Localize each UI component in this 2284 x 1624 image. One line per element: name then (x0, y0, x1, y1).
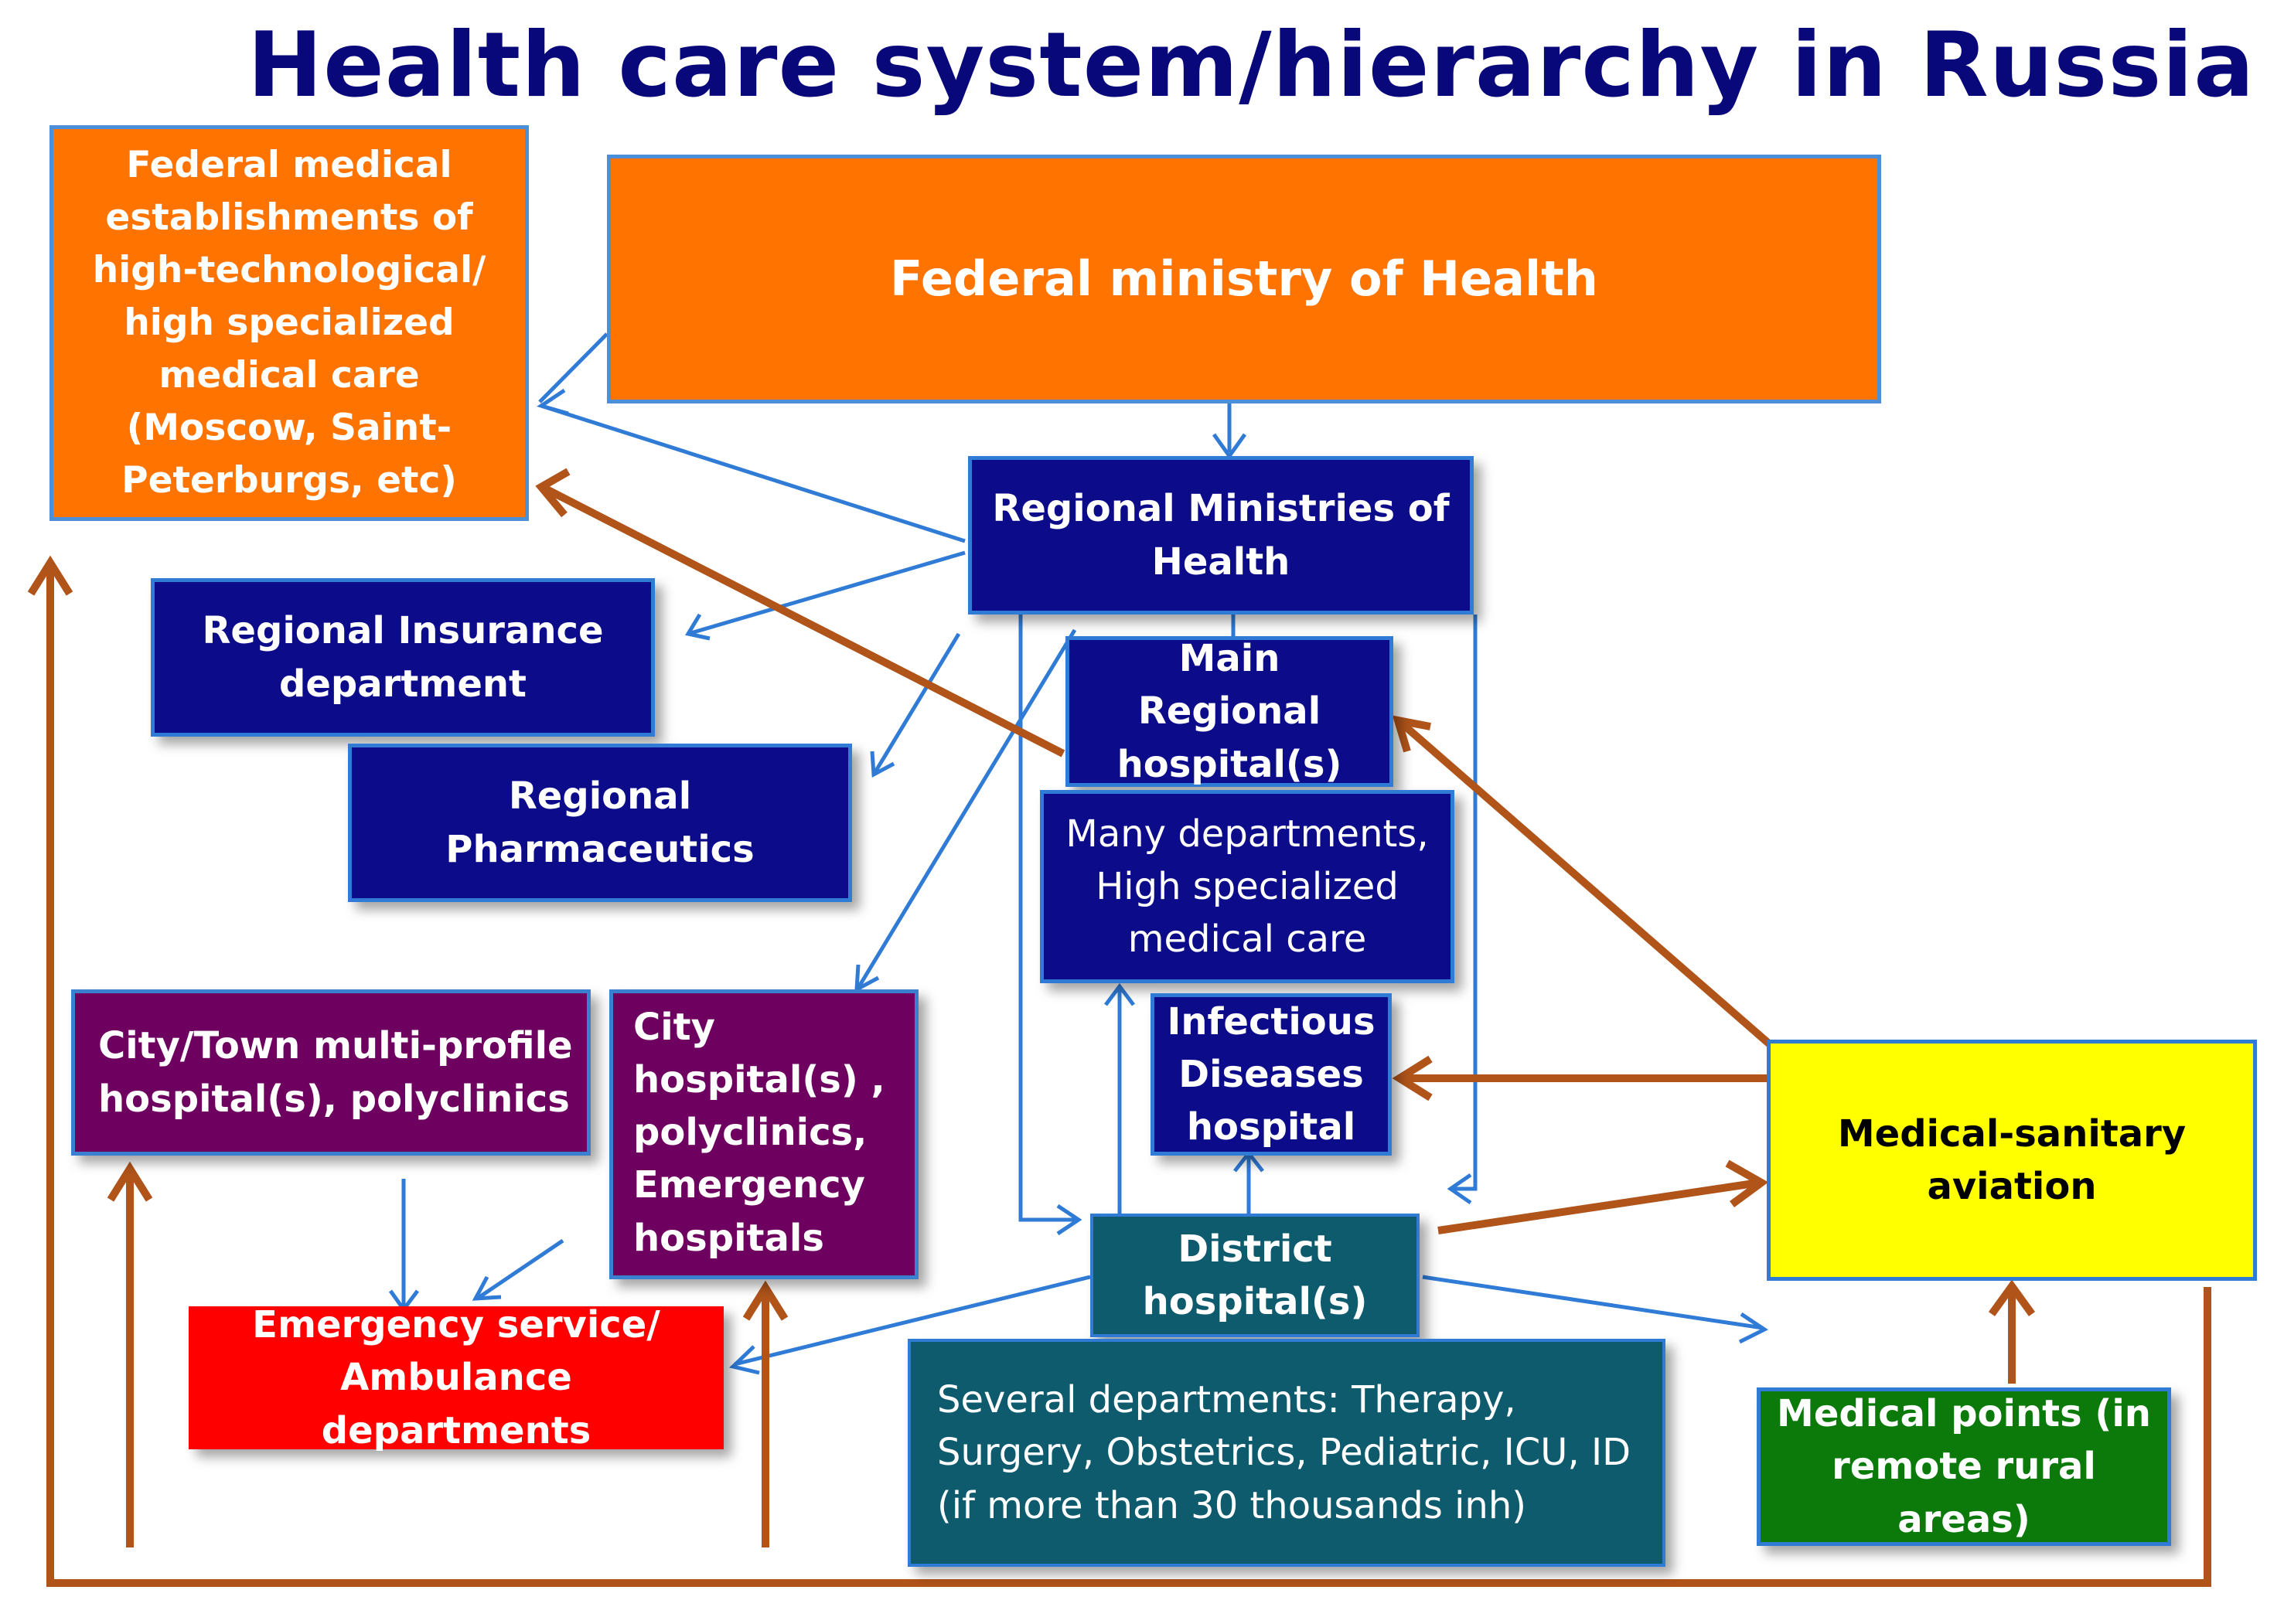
arrow-bottom-loop (46, 564, 2211, 1587)
main-regional-hospital-box: Main Regional hospital(s) (1065, 636, 1393, 787)
arrow-regional-to-city (856, 628, 1077, 989)
infectious-diseases-label: Infectious Diseases hospital (1167, 999, 1376, 1149)
arrow-regional-right-rail (1454, 615, 1478, 1191)
arrow-ministry-to-federal-head-line (538, 332, 608, 403)
arrow-to-citytown-head (107, 1161, 153, 1202)
arrow-main-to-federal (543, 485, 1065, 758)
city-hospital-box: City hospital(s) , polyclinics, Emergenc… (609, 989, 919, 1279)
arrow-district-to-emergency-head (728, 1345, 760, 1375)
many-departments-box: Many departments, High specialized medic… (1040, 790, 1454, 983)
arrow-regional-left-rail (1018, 615, 1075, 1222)
arrow-district-to-points (1422, 1275, 1764, 1330)
arrow-regional-to-insurance-head (685, 613, 711, 641)
arrow-regional-right-rail-head (1447, 1173, 1472, 1205)
arrow-regional-left-rail-head (1056, 1204, 1082, 1236)
regional-ministries-label: Regional Ministries of Health (992, 487, 1450, 584)
arrow-aviation-to-main (1398, 720, 1774, 1048)
page-title: Health care system/hierarchy in Russia (247, 13, 2255, 117)
arrow-regional-to-insurance (687, 550, 966, 636)
medical-aviation-box: Medical-sanitary aviation (1767, 1040, 2257, 1281)
arrow-main-to-federal-head (535, 468, 571, 518)
arrow-regional-to-city-head (854, 964, 880, 993)
emergency-service-label: Emergency service/ Ambulance departments (252, 1303, 660, 1452)
arrow-district-to-aviation (1437, 1179, 1760, 1234)
federal-ministry-label: Federal ministry of Health (890, 250, 1598, 307)
arrow-to-city-head (742, 1280, 789, 1321)
city-town-hospital-box: City/Town multi-profile hospital(s), pol… (71, 989, 591, 1156)
regional-ministries-box: Regional Ministries of Health (968, 456, 1474, 615)
regional-insurance-box: Regional Insurance department (151, 578, 655, 737)
medical-points-label: Medical points (in remote rural areas) (1777, 1392, 2151, 1541)
medical-points-box: Medical points (in remote rural areas) (1757, 1387, 2171, 1546)
arrow-regional-to-federal-head (537, 388, 569, 416)
district-hospital-box: District hospital(s) (1090, 1214, 1420, 1337)
medical-aviation-label: Medical-sanitary aviation (1837, 1112, 2187, 1208)
many-departments-label: Many departments, High specialized medic… (1065, 812, 1429, 962)
arrow-district-to-emergency (734, 1275, 1091, 1367)
regional-pharmaceutics-label: Regional Pharmaceutics (445, 775, 755, 871)
arrow-regional-to-pharma (871, 632, 961, 776)
arrow-district-to-points-head (1738, 1312, 1768, 1344)
several-departments-label: Several departments: Therapy, Surgery, O… (937, 1378, 1631, 1527)
several-departments-box: Several departments: Therapy, Surgery, O… (908, 1339, 1665, 1567)
arrow-aviation-to-infectious-head (1392, 1055, 1433, 1101)
regional-insurance-label: Regional Insurance department (202, 609, 604, 706)
main-regional-hospital-label: Main Regional hospital(s) (1116, 637, 1342, 786)
arrow-regional-to-pharma-head (870, 751, 895, 778)
emergency-service-box: Emergency service/ Ambulance departments (189, 1303, 724, 1452)
arrow-points-to-aviation-head (1988, 1279, 2036, 1316)
arrow-district-to-many-departments-head (1104, 982, 1135, 1006)
federal-establishments-box: Federal medical establishments of high-t… (49, 125, 529, 521)
arrow-regional-to-federal (540, 403, 966, 543)
federal-ministry-box: Federal ministry of Health (607, 155, 1881, 403)
infectious-diseases-box: Infectious Diseases hospital (1151, 993, 1392, 1156)
regional-pharmaceutics-box: Regional Pharmaceutics (348, 744, 852, 902)
federal-establishments-label: Federal medical establishments of high-t… (92, 143, 486, 502)
arrow-aviation-to-main-head (1392, 715, 1431, 753)
district-hospital-label: District hospital(s) (1142, 1227, 1368, 1323)
arrow-city-to-emergency-head (472, 1275, 502, 1301)
arrow-city-to-emergency (478, 1238, 564, 1299)
city-town-hospital-label: City/Town multi-profile hospital(s), pol… (98, 1024, 573, 1121)
arrow-district-to-aviation-head (1725, 1159, 1769, 1208)
arrow-bottom-loop-head (27, 555, 73, 596)
city-hospital-label: City hospital(s) , polyclinics, Emergenc… (633, 1006, 885, 1260)
